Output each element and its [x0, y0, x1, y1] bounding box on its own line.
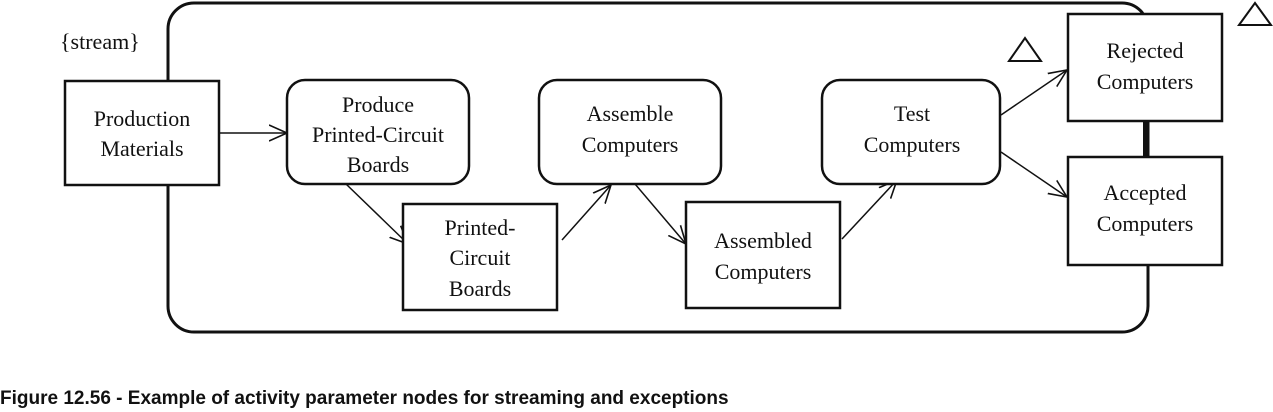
rejected-computers-node: Rejected Computers	[1066, 12, 1224, 123]
edge-boards-to-assemble	[561, 185, 611, 241]
node-label: Boards	[449, 276, 511, 301]
test-computers-action: Test Computers	[820, 78, 1002, 186]
node-label: Materials	[100, 136, 183, 161]
node-label: Circuit	[449, 245, 510, 270]
node-label: Computers	[582, 132, 679, 157]
node-label: Boards	[347, 152, 409, 177]
node-label: Assemble	[587, 101, 674, 126]
node-label: Computers	[715, 259, 812, 284]
accepted-computers-node: Accepted Computers	[1066, 155, 1224, 267]
produce-boards-action: Produce Printed-Circuit Boards	[285, 78, 471, 186]
edge-assembled-to-test	[841, 180, 897, 240]
assembled-computers-node: Assembled Computers	[684, 200, 842, 310]
assemble-computers-action: Assemble Computers	[537, 78, 723, 186]
node-label: Production	[94, 106, 191, 131]
figure-caption: Figure 12.56 - Example of activity param…	[0, 388, 729, 409]
node-label: Computers	[864, 132, 961, 157]
stream-label: {stream}	[60, 29, 140, 54]
node-label: Printed-	[445, 215, 516, 240]
edge-produce-to-boards	[345, 183, 408, 244]
exception-triangle-icon	[1237, 1, 1273, 26]
printed-circuit-boards-node: Printed- Circuit Boards	[401, 202, 559, 312]
node-label: Produce	[342, 92, 414, 117]
node-label: Computers	[1097, 211, 1194, 236]
edges	[219, 70, 1067, 244]
edge-test-to-rejected	[1000, 70, 1067, 116]
edge-assemble-to-assembled	[634, 183, 686, 244]
node-label: Test	[894, 101, 930, 126]
edge-test-to-accepted	[1000, 151, 1067, 197]
node-label: Rejected	[1107, 38, 1184, 63]
node-label: Computers	[1097, 69, 1194, 94]
node-label: Assembled	[714, 228, 812, 253]
exception-triangle-icon	[1007, 36, 1043, 62]
node-label: Printed-Circuit	[312, 122, 444, 147]
node-label: Accepted	[1103, 180, 1186, 205]
production-materials-node: Production Materials	[63, 79, 221, 187]
